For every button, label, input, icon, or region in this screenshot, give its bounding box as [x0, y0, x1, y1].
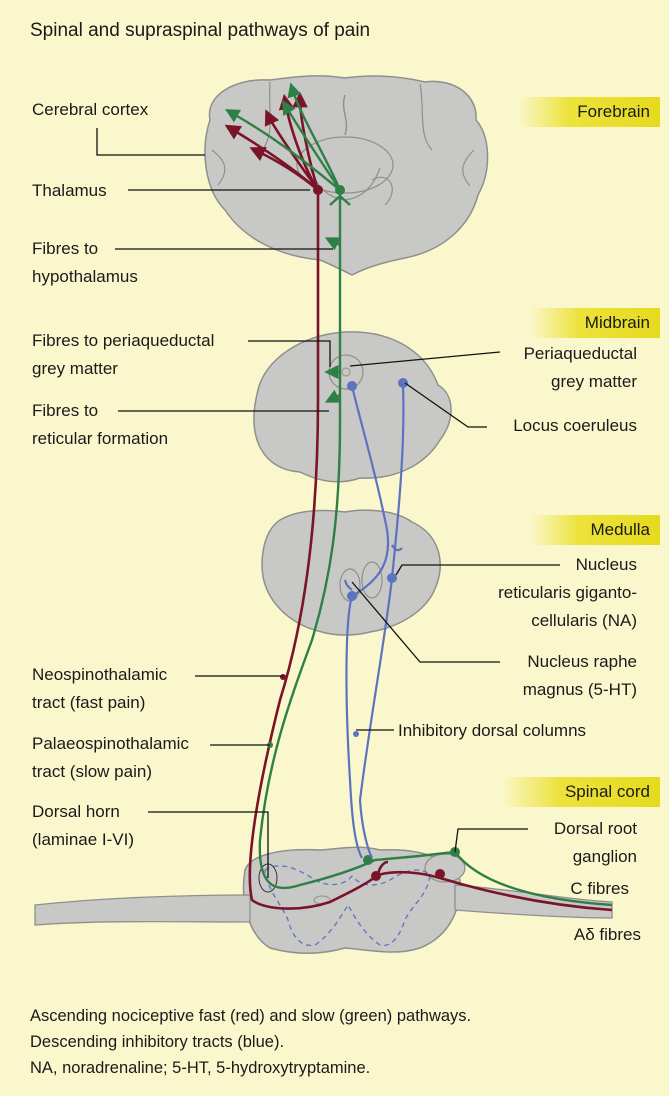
brain-section: [204, 75, 489, 276]
spinal-cord-section: [34, 846, 613, 954]
label-nucleus-reticularis: Nucleus reticularis giganto- cellularis …: [498, 551, 637, 635]
region-tag-medulla: Medulla: [530, 515, 660, 545]
label-line: reticular formation: [32, 429, 169, 448]
label-thalamus: Thalamus: [32, 181, 107, 200]
label-line: grey matter: [551, 372, 637, 391]
label-line: Nucleus: [575, 555, 637, 574]
label-cerebral-cortex: Cerebral cortex: [32, 100, 149, 119]
slow-pain-tract: [224, 82, 613, 907]
medulla-section: [261, 509, 441, 636]
label-line: ganglion: [572, 847, 637, 866]
label-line: Fibres to: [32, 401, 99, 420]
label-dorsal-root-ganglion: Dorsal root ganglion: [554, 815, 637, 871]
label-a-delta-fibres: Aδ fibres: [573, 925, 641, 944]
figure-caption: Ascending nociceptive fast (red) and slo…: [30, 1003, 471, 1081]
label-dorsal-horn: Dorsal horn (laminae I-VI): [32, 798, 134, 854]
label-line: Dorsal root: [553, 819, 637, 838]
label-line: (laminae I-VI): [32, 830, 135, 849]
label-inhibitory-dorsal-columns: Inhibitory dorsal columns: [398, 721, 587, 740]
leader-lines: [96, 128, 560, 878]
label-line: Palaeospinothalamic: [32, 734, 189, 753]
label-line: cellularis (NA): [531, 611, 637, 630]
label-fibres-pag: Fibres to periaqueductal grey matter: [32, 327, 214, 383]
caption-line: Descending inhibitory tracts (blue).: [30, 1033, 285, 1051]
figure-title: Spinal and supraspinal pathways of pain: [30, 20, 371, 41]
pathway-diagram: [34, 75, 613, 954]
label-line: Dorsal horn: [32, 802, 120, 821]
label-line: hypothalamus: [32, 267, 138, 286]
label-line: Periaqueductal: [523, 344, 637, 363]
label-c-fibres: C fibres: [570, 879, 629, 898]
label-line: reticularis giganto-: [498, 583, 637, 602]
region-tag-midbrain: Midbrain: [530, 308, 660, 338]
region-tag-spinal-cord: Spinal cord: [500, 777, 660, 807]
label-periaqueductal: Periaqueductal grey matter: [524, 340, 637, 396]
caption-line: Ascending nociceptive fast (red) and slo…: [30, 1007, 472, 1025]
label-line: Fibres to periaqueductal: [32, 331, 215, 350]
label-line: Nucleus raphe: [527, 652, 637, 671]
inhibitory-nodes: [347, 378, 408, 737]
midbrain-section: [253, 331, 452, 483]
label-locus-coeruleus: Locus coeruleus: [513, 416, 637, 435]
label-line: magnus (5-HT): [522, 680, 637, 699]
label-line: grey matter: [32, 359, 118, 378]
label-fibres-hypothalamus: Fibres to hypothalamus: [32, 235, 138, 291]
label-line: tract (slow pain): [32, 762, 152, 781]
caption-line: NA, noradrenaline; 5-HT, 5-hydroxytrypta…: [30, 1059, 371, 1077]
label-line: Neospinothalamic: [32, 665, 168, 684]
region-tag-forebrain: Forebrain: [516, 97, 660, 127]
label-palaeospinothalamic: Palaeospinothalamic tract (slow pain): [32, 730, 189, 786]
label-line: tract (fast pain): [32, 693, 146, 712]
label-nucleus-raphe: Nucleus raphe magnus (5-HT): [523, 648, 637, 704]
label-fibres-reticular: Fibres to reticular formation: [32, 397, 168, 453]
label-line: Fibres to: [32, 239, 99, 258]
fast-pain-tract: [224, 91, 613, 912]
label-neospinothalamic: Neospinothalamic tract (fast pain): [32, 661, 167, 717]
